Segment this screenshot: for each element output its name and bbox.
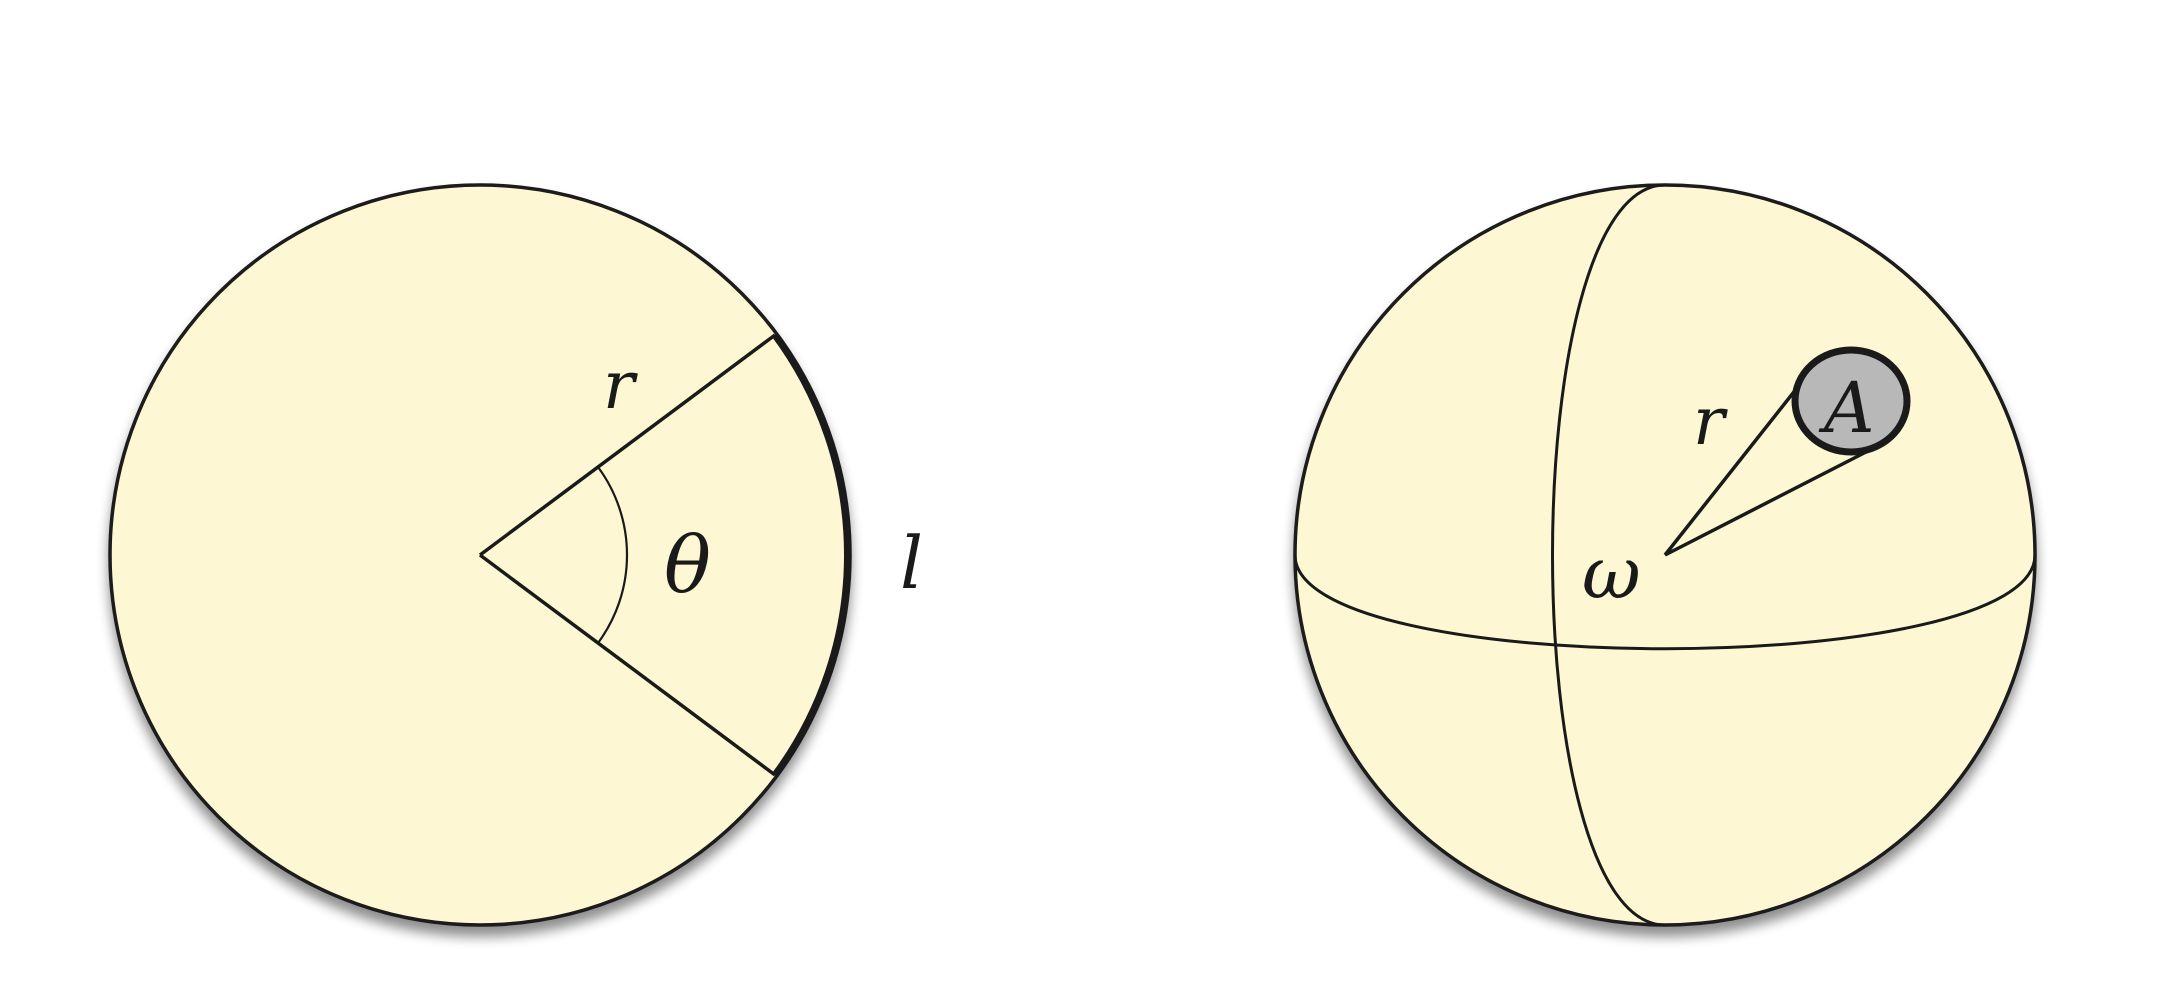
angle-arc — [597, 466, 629, 644]
area-label: A — [1818, 367, 1875, 449]
solid-angle-diagram: A r ω — [1293, 183, 2037, 927]
cone-line-lower — [1664, 450, 1867, 557]
angle-label: θ — [664, 521, 711, 611]
radius-line-lower — [478, 553, 777, 777]
radius-label: r — [603, 347, 638, 424]
sphere-meridian — [1551, 183, 1666, 927]
surface-area-patch — [1791, 346, 1911, 456]
cone-line-upper — [1663, 386, 1799, 557]
sphere-radius-label: r — [1693, 383, 1728, 460]
subtended-arc — [772, 332, 852, 778]
sphere-equator — [1293, 554, 2037, 651]
plane-angle-diagram: r θ l — [108, 183, 923, 927]
arc-length-label: l — [900, 521, 923, 605]
solid-angle-label: ω — [1582, 531, 1641, 615]
radius-line-upper — [478, 333, 777, 557]
